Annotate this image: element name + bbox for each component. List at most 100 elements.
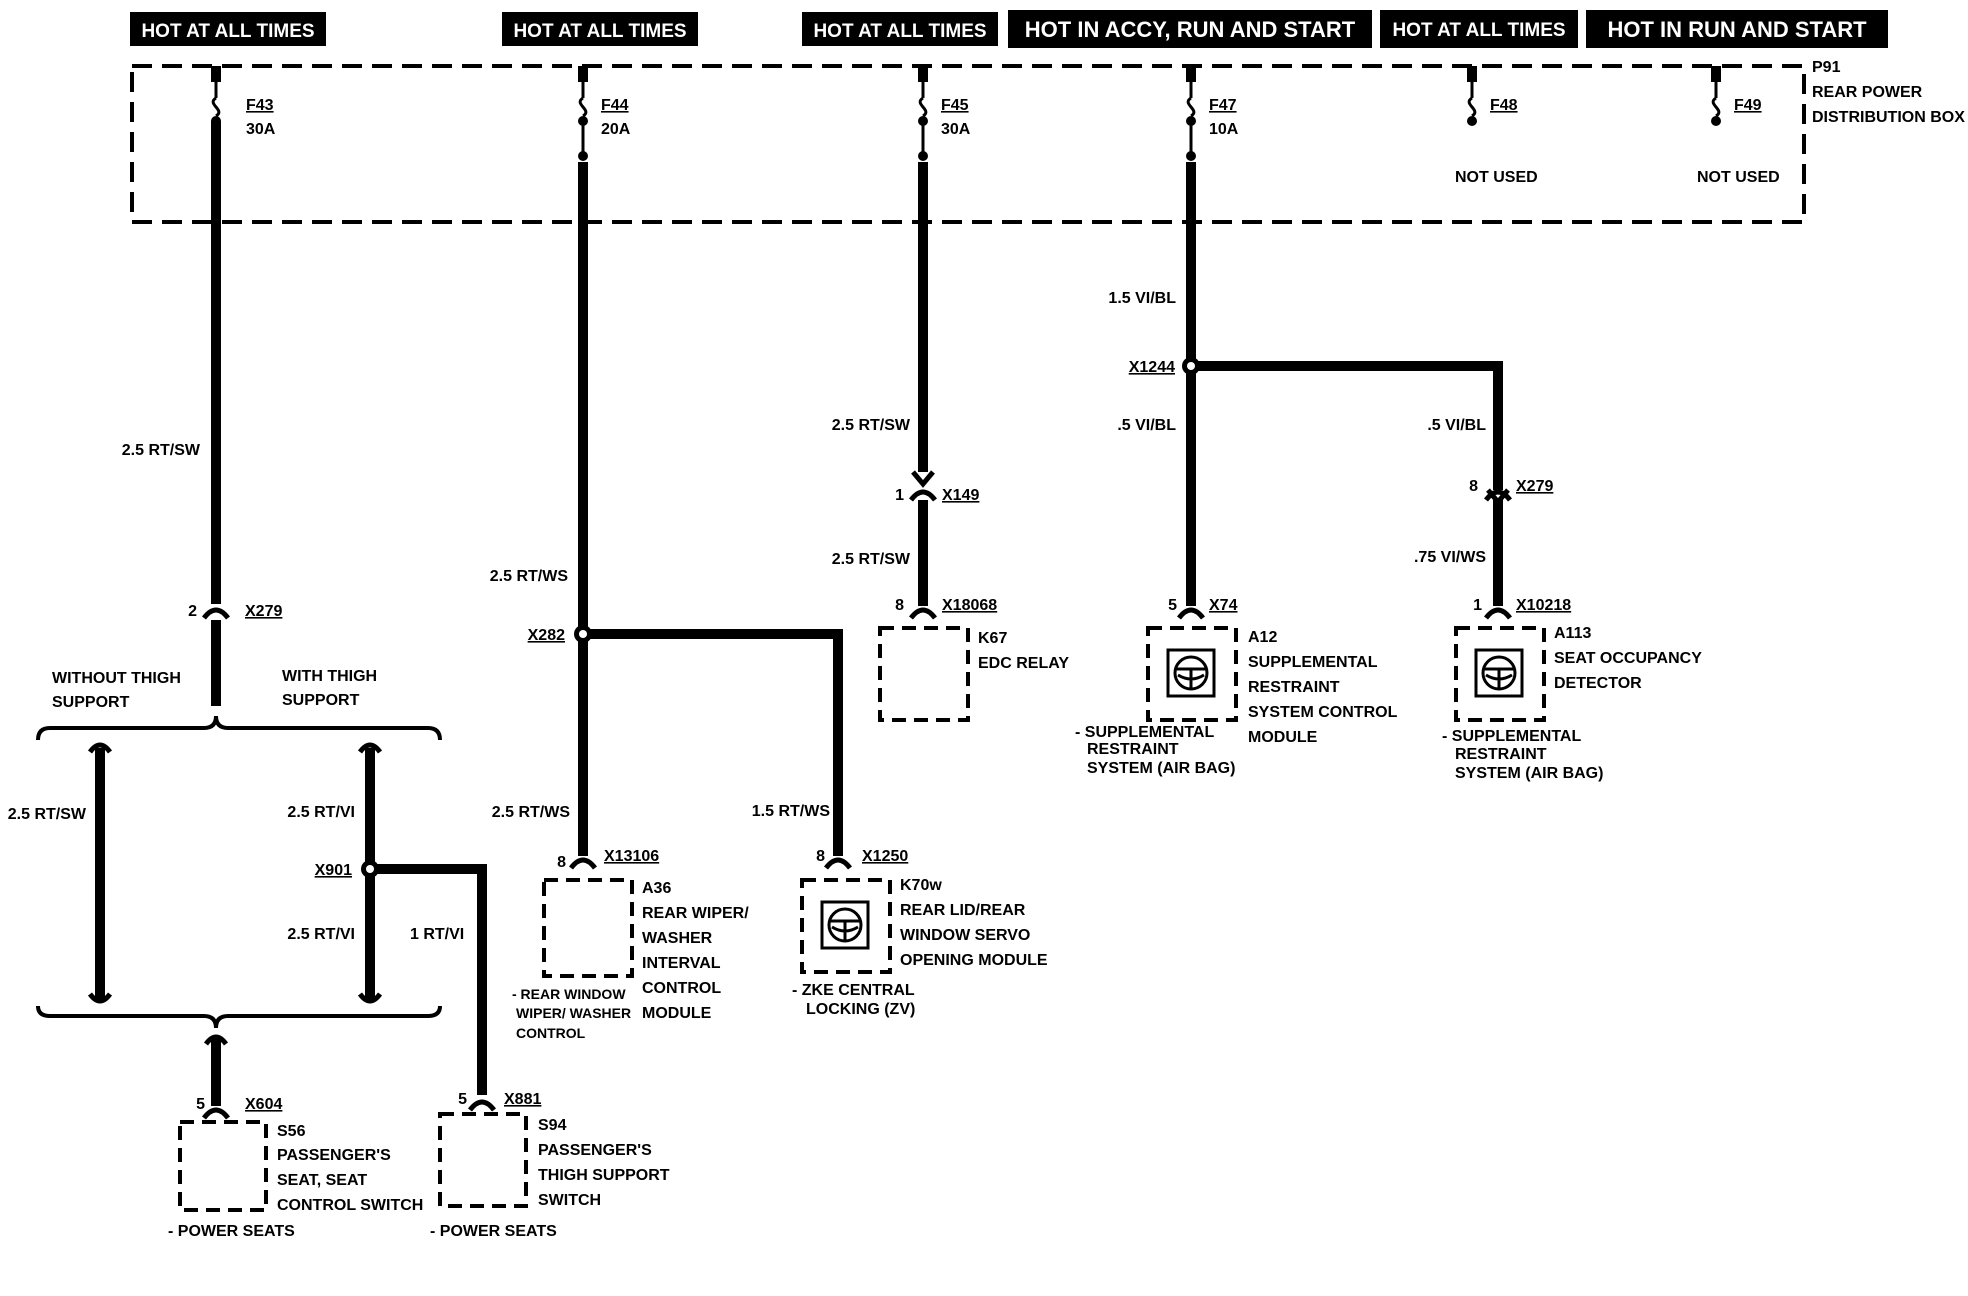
circuit-f45: 2.5 RT/SW 1 X149 2.5 RT/SW 8 X18068 xyxy=(832,162,997,620)
connector-symbol-x881 xyxy=(468,1099,496,1112)
component-box-k70w xyxy=(800,878,892,974)
connector-id-x1250: X1250 xyxy=(862,848,908,865)
connector-id-x13106: X13106 xyxy=(604,848,659,865)
fuse-symbol xyxy=(1711,96,1721,118)
wire-label-with-thigh-lower: 2.5 RT/VI xyxy=(287,926,355,943)
splice-id-x282: X282 xyxy=(528,627,565,644)
component-a36-name-5: MODULE xyxy=(642,1005,712,1022)
fuse-rating: 30A xyxy=(246,121,276,138)
power-label-f47: HOT IN ACCY, RUN AND START xyxy=(1025,17,1356,42)
fuse-node xyxy=(1711,116,1721,126)
distribution-box-outline xyxy=(130,64,1806,224)
electronic-module-symbol xyxy=(1166,648,1216,698)
component-s94-name-3: SWITCH xyxy=(538,1192,601,1209)
component-a113-system-0: - SUPPLEMENTAL xyxy=(1442,728,1581,745)
fuse-rating: 20A xyxy=(601,121,631,138)
connector-symbol-x149 xyxy=(909,489,937,502)
component-a12: A12 SUPPLEMENTAL RESTRAINT SYSTEM CONTRO… xyxy=(1075,626,1398,777)
component-s94-name-1: PASSENGER'S xyxy=(538,1142,652,1159)
component-k70w-name-3: OPENING MODULE xyxy=(900,952,1048,969)
option-bracket-top xyxy=(36,715,442,741)
wire-thigh-branch xyxy=(376,864,487,1095)
wire-label-f45-lower: 2.5 RT/SW xyxy=(832,551,911,568)
connector-pin-x13106: 8 xyxy=(557,854,566,871)
fuse-symbol xyxy=(1186,96,1196,118)
circuit-f43: 2.5 RT/SW 2 X279 WITHOUT THIGH SUPPORT W… xyxy=(8,121,541,1120)
wire-f47-branch xyxy=(1197,361,1503,490)
wire-end-symbol xyxy=(87,742,113,754)
component-a36-name-4: CONTROL xyxy=(642,980,721,997)
fuse-id: F49 xyxy=(1734,97,1762,114)
component-box-k67 xyxy=(878,626,970,722)
fuse-f47: F47 10A xyxy=(1186,66,1239,161)
power-label-box-f47 xyxy=(1008,10,1372,48)
fuse-symbol xyxy=(1467,96,1477,118)
option-with-line2: SUPPORT xyxy=(282,692,360,709)
electronic-module-symbol xyxy=(1474,648,1524,698)
wire-label-f44-upper: 2.5 RT/WS xyxy=(490,568,569,585)
power-label-f48: HOT AT ALL TIMES xyxy=(1392,20,1565,41)
splice-x1244-center xyxy=(1187,362,1195,370)
box-name-line2: DISTRIBUTION BOX xyxy=(1812,109,1965,126)
component-a12-system-1: RESTRAINT xyxy=(1087,741,1179,758)
connector-pin-x18068: 8 xyxy=(895,597,904,614)
connector-pin-x604: 5 xyxy=(196,1096,205,1113)
box-id: P91 xyxy=(1812,59,1841,76)
component-a113: A113 SEAT OCCUPANCY DETECTOR - SUPPLEMEN… xyxy=(1442,625,1702,782)
component-s56-system: - POWER SEATS xyxy=(168,1223,295,1240)
wire-label-thigh-branch: 1 RT/VI xyxy=(410,926,464,943)
component-s56-name-0: S56 xyxy=(277,1123,306,1140)
power-label-box-f43 xyxy=(130,12,326,46)
connector-symbol-x10218 xyxy=(1484,607,1512,620)
connector-symbol-x279 xyxy=(202,607,230,620)
component-a12-name-2: RESTRAINT xyxy=(1248,679,1340,696)
component-k70w-system-1: LOCKING (ZV) xyxy=(806,1001,915,1018)
component-s94-name-2: THIGH SUPPORT xyxy=(538,1167,670,1184)
fuse-id: F47 xyxy=(1209,97,1237,114)
component-a12-name-0: A12 xyxy=(1248,629,1277,646)
component-box-a113 xyxy=(1454,626,1546,722)
wire-label-f47-lower: .5 VI/BL xyxy=(1117,417,1176,434)
fuse-node xyxy=(1467,116,1477,126)
connector-pin-x149: 1 xyxy=(895,487,904,504)
connector-id-x279-right: X279 xyxy=(1516,478,1553,495)
box-name-line1: REAR POWER xyxy=(1812,84,1923,101)
fuse-terminal xyxy=(211,66,221,82)
fuse-terminal xyxy=(1186,66,1196,82)
fuse-f44: F44 20A xyxy=(578,66,631,161)
component-a12-system-0: - SUPPLEMENTAL xyxy=(1075,724,1214,741)
fuse-f48: F48 NOT USED xyxy=(1455,66,1538,186)
component-k67-name-0: K67 xyxy=(978,630,1007,647)
component-a12-system-2: SYSTEM (AIR BAG) xyxy=(1087,760,1235,777)
connector-pin-x74: 5 xyxy=(1168,597,1177,614)
electronic-module-symbol xyxy=(1483,667,1515,689)
circuit-f47: 1.5 VI/BL X1244 .5 VI/BL 5 X74 .5 VI/BL … xyxy=(1108,162,1571,620)
connector-symbol-x149 xyxy=(911,470,935,488)
connector-id-x279-left: X279 xyxy=(245,603,282,620)
component-k70w-name-1: REAR LID/REAR xyxy=(900,902,1026,919)
option-bracket-bottom xyxy=(36,1005,442,1029)
component-k67: K67 EDC RELAY xyxy=(878,626,1069,722)
component-k70w-name-0: K70w xyxy=(900,877,942,894)
component-k70w: K70w REAR LID/REAR WINDOW SERVO OPENING … xyxy=(792,877,1048,1018)
wire-end-symbol xyxy=(357,742,383,754)
wire-label-f44-branch: 1.5 RT/WS xyxy=(752,803,831,820)
connector-id-x10218: X10218 xyxy=(1516,597,1571,614)
connector-symbol-x13106 xyxy=(569,857,597,870)
component-a36-name-3: INTERVAL xyxy=(642,955,721,972)
component-a36-system-1: WIPER/ WASHER xyxy=(516,1005,631,1021)
connector-symbol-x1250 xyxy=(824,857,852,870)
connector-symbol-x18068 xyxy=(909,607,937,620)
fuse-rating: 30A xyxy=(941,121,971,138)
option-without-line2: SUPPORT xyxy=(52,694,130,711)
component-a36-system-2: CONTROL xyxy=(516,1025,586,1041)
wire-end-symbol xyxy=(357,992,383,1004)
connector-symbol-x74 xyxy=(1177,607,1205,620)
connector-pin-x10218: 1 xyxy=(1473,597,1482,614)
wire-end-symbol xyxy=(87,992,113,1004)
fuse-id: F43 xyxy=(246,97,274,114)
connector-id-x149: X149 xyxy=(942,487,979,504)
option-with-line1: WITH THIGH xyxy=(282,668,377,685)
electronic-module-symbol xyxy=(829,919,861,941)
